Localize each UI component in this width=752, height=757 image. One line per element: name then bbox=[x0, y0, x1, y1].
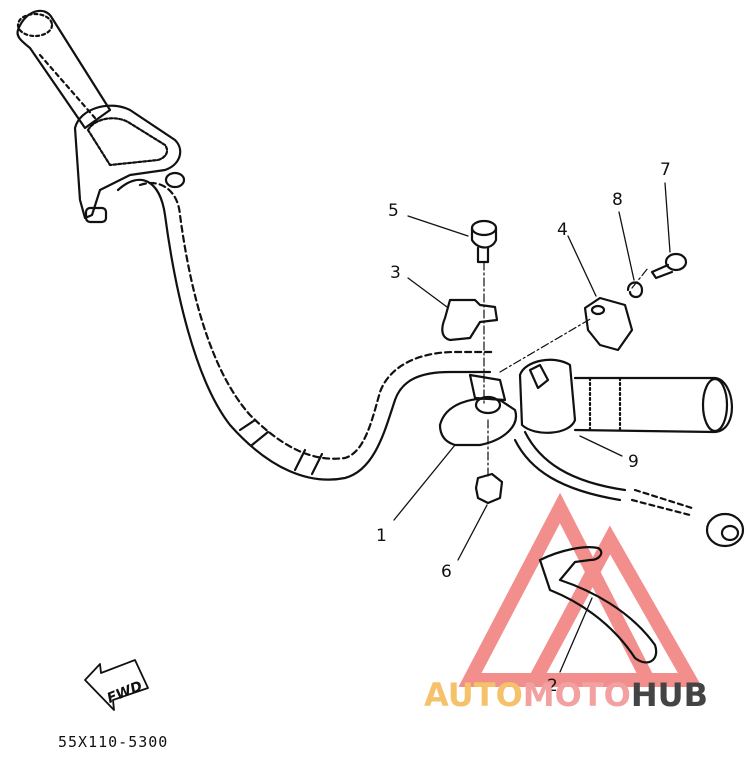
bolt-part-5 bbox=[470, 219, 498, 264]
lever-part-2 bbox=[538, 546, 658, 664]
callout-1: 1 bbox=[376, 526, 387, 546]
right-grip-assembly bbox=[518, 358, 733, 434]
watermark-text: AUTOMOTOHUB bbox=[424, 676, 708, 714]
throttle-cable bbox=[513, 430, 745, 548]
fwd-label: FWD bbox=[105, 678, 145, 707]
handlebar-tube bbox=[116, 178, 497, 481]
callout-8: 8 bbox=[612, 190, 623, 210]
leader-lines bbox=[393, 182, 671, 673]
part-code: 55X110-5300 bbox=[58, 733, 169, 751]
callout-5: 5 bbox=[388, 201, 399, 221]
nut-part-6 bbox=[474, 472, 504, 505]
callout-4: 4 bbox=[557, 220, 568, 240]
bracket-part-3 bbox=[441, 298, 499, 342]
watermark-logo bbox=[458, 492, 703, 687]
left-grip bbox=[16, 9, 112, 130]
forward-arrow bbox=[84, 659, 149, 711]
left-switch-housing bbox=[73, 104, 186, 224]
lever-holder bbox=[438, 373, 518, 447]
watermark-hub: HUB bbox=[630, 676, 709, 714]
callout-9: 9 bbox=[628, 452, 639, 472]
washer-part-8 bbox=[626, 281, 644, 299]
watermark-moto: MOTO bbox=[522, 676, 631, 714]
callout-7: 7 bbox=[660, 160, 671, 180]
assembly-lines bbox=[483, 261, 649, 479]
watermark-auto: AUTO bbox=[424, 676, 523, 714]
callout-3: 3 bbox=[390, 263, 401, 283]
clamp-part-4 bbox=[583, 296, 634, 352]
callout-6: 6 bbox=[441, 562, 452, 582]
screw-part-7 bbox=[650, 252, 688, 280]
callout-2: 2 bbox=[547, 676, 558, 696]
